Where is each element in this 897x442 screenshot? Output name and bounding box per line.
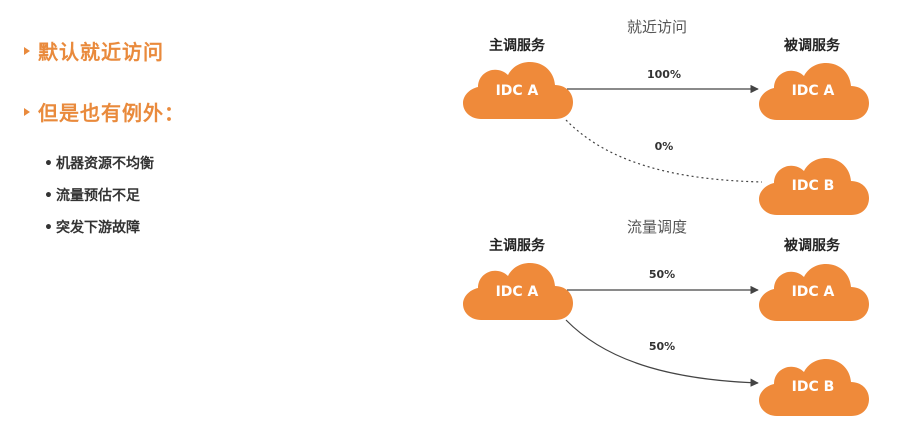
cloud-label: IDC A: [792, 284, 835, 300]
pct-label-to-b: 0%: [655, 140, 674, 153]
cloud-label: IDC A: [496, 83, 539, 99]
heading-exceptions: 但是也有例外：: [24, 97, 185, 126]
list-item-text: 突发下游故障: [56, 220, 140, 236]
cloud-callee-idc-b: IDC B: [759, 359, 869, 416]
list-item: •机器资源不均衡: [44, 154, 154, 186]
heading-default-nearest: 默认就近访问: [24, 36, 164, 65]
cloud-label: IDC B: [792, 379, 835, 395]
pct-label-to-a: 50%: [649, 268, 675, 281]
callee-label: 被调服务: [784, 237, 841, 254]
diagram-title: 流量调度: [627, 218, 687, 236]
heading-text: 但是也有例外：: [38, 101, 185, 125]
caller-label: 主调服务: [489, 37, 546, 54]
list-item: •流量预估不足: [44, 186, 154, 218]
diagram-bottom: 流量调度 主调服务 被调服务 50% 50% IDC A IDC A IDC B: [463, 218, 869, 416]
cloud-callee-idc-a: IDC A: [759, 63, 869, 120]
bullet-dot-icon: •: [44, 156, 53, 172]
cloud-label: IDC A: [792, 83, 835, 99]
bullet-dot-icon: •: [44, 220, 53, 236]
dotted-link-to-idc-b: [565, 119, 763, 183]
list-item-text: 机器资源不均衡: [56, 156, 154, 172]
bullet-dot-icon: •: [44, 188, 53, 204]
triangle-bullet-icon: [24, 46, 30, 55]
cloud-label: IDC A: [496, 284, 539, 300]
heading-text: 默认就近访问: [38, 40, 164, 64]
list-item-text: 流量预估不足: [56, 188, 140, 204]
callee-label: 被调服务: [784, 37, 841, 54]
arrow-to-idc-b: [565, 319, 759, 387]
cloud-caller-idc-a: IDC A: [463, 62, 573, 119]
left-panel: 默认就近访问 但是也有例外： •机器资源不均衡 •流量预估不足 •突发下游故障: [0, 0, 420, 442]
exception-list: •机器资源不均衡 •流量预估不足 •突发下游故障: [44, 154, 154, 250]
triangle-bullet-icon: [24, 107, 30, 116]
caller-label: 主调服务: [489, 237, 546, 254]
cloud-callee-idc-a: IDC A: [759, 264, 869, 321]
diagram-top: 就近访问 主调服务 被调服务 100% 0% IDC A IDC A IDC B: [463, 18, 869, 215]
diagram-title: 就近访问: [627, 18, 687, 36]
cloud-callee-idc-b: IDC B: [759, 158, 869, 215]
pct-label-to-a: 100%: [647, 68, 681, 81]
cloud-caller-idc-a: IDC A: [463, 263, 573, 320]
list-item: •突发下游故障: [44, 218, 154, 250]
cloud-label: IDC B: [792, 178, 835, 194]
pct-label-to-b: 50%: [649, 340, 675, 353]
